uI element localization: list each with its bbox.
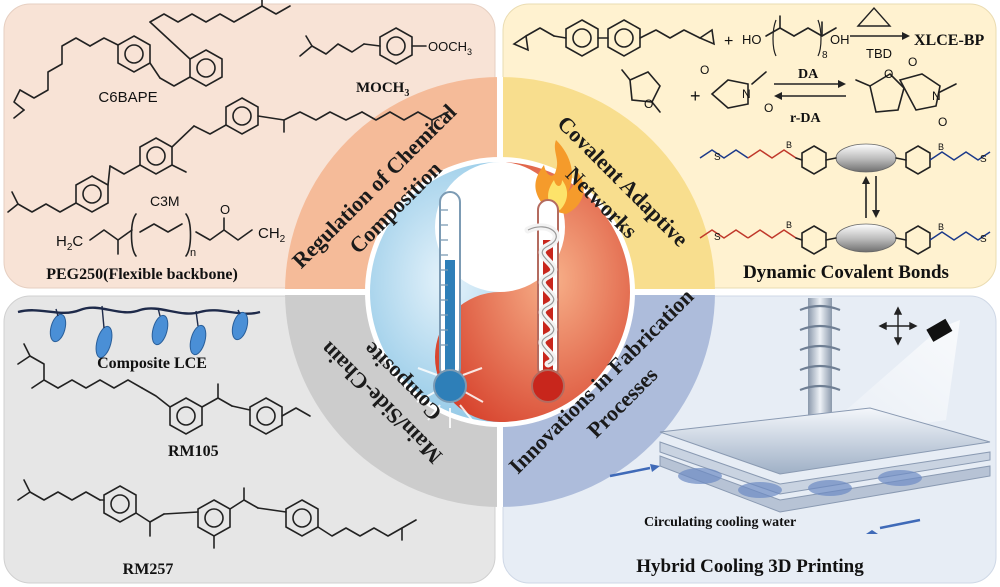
composite-lce-structure: [17, 305, 261, 359]
xlce-label: XLCE-BP: [914, 32, 984, 49]
svg-text:n: n: [190, 247, 196, 259]
cooling-water-label: Circulating cooling water: [644, 515, 796, 530]
rm257-label: RM257: [123, 561, 174, 578]
ch2-label: CH2: [258, 225, 286, 245]
four-way-arrows-icon: [878, 306, 918, 346]
rm105-structure: [17, 343, 311, 435]
svg-text:r-DA: r-DA: [790, 111, 821, 126]
peg250-label: PEG250(Flexible backbone): [46, 266, 238, 283]
c3m-structure: [7, 97, 449, 213]
svg-text:S: S: [980, 154, 987, 165]
thermometer-cold-icon: [416, 191, 484, 428]
svg-text:O: O: [884, 67, 893, 81]
svg-text:DA: DA: [798, 67, 819, 82]
peg250-structure: H2C n O CH2: [56, 202, 286, 259]
svg-text:O: O: [700, 63, 709, 77]
dynamic-covalent-label: Dynamic Covalent Bonds: [743, 262, 949, 283]
hot-half: [435, 162, 630, 422]
svg-text:O: O: [220, 202, 230, 217]
och3-label: OOCH3: [428, 39, 472, 57]
svg-text:B: B: [786, 220, 792, 230]
svg-text:O: O: [908, 55, 917, 69]
moch3-label: MOCH3: [356, 80, 409, 99]
svg-text:+: +: [690, 86, 701, 106]
composite-lce-label: Composite LCE: [97, 355, 207, 372]
svg-text:B: B: [938, 142, 944, 152]
svg-text:B: B: [938, 222, 944, 232]
svg-text:O: O: [938, 115, 947, 129]
svg-text:S: S: [714, 232, 721, 243]
svg-text:S: S: [714, 152, 721, 163]
epoxy-biphenyl-structure: + HO 8 OH: [512, 15, 850, 61]
rm105-label: RM105: [168, 443, 219, 460]
boronic-ester-structure-top: S B B S: [699, 140, 991, 175]
printer-setup: [609, 298, 991, 534]
svg-text:B: B: [786, 140, 792, 150]
equilibrium-arrows: [862, 176, 880, 218]
svg-text:+: +: [724, 33, 733, 50]
diels-alder-structure: O + N O O DA r-DA O N O O: [621, 55, 957, 129]
thermometer-fire-icon: [524, 140, 584, 403]
svg-text:8: 8: [822, 50, 828, 61]
boronic-ester-structure-bottom: S B B S: [699, 220, 991, 255]
rm257-structure: [17, 479, 417, 549]
moch3-structure: OOCH3: [299, 27, 472, 65]
svg-text:N: N: [742, 87, 751, 101]
svg-text:HO: HO: [742, 32, 762, 47]
svg-text:S: S: [980, 234, 987, 245]
tbd-reaction: TBD XLCE-BP: [850, 6, 984, 61]
h2c-label: H2C: [56, 233, 83, 253]
c6bape-label: C6BAPE: [98, 89, 157, 106]
c3m-label: C3M: [150, 193, 180, 209]
svg-text:TBD: TBD: [866, 46, 892, 61]
svg-text:OH: OH: [830, 32, 850, 47]
svg-text:O: O: [644, 97, 653, 111]
hybrid-printing-label: Hybrid Cooling 3D Printing: [636, 556, 864, 577]
svg-text:N: N: [932, 89, 941, 103]
c6bape-structure: [13, 0, 291, 119]
svg-text:O: O: [764, 101, 773, 115]
